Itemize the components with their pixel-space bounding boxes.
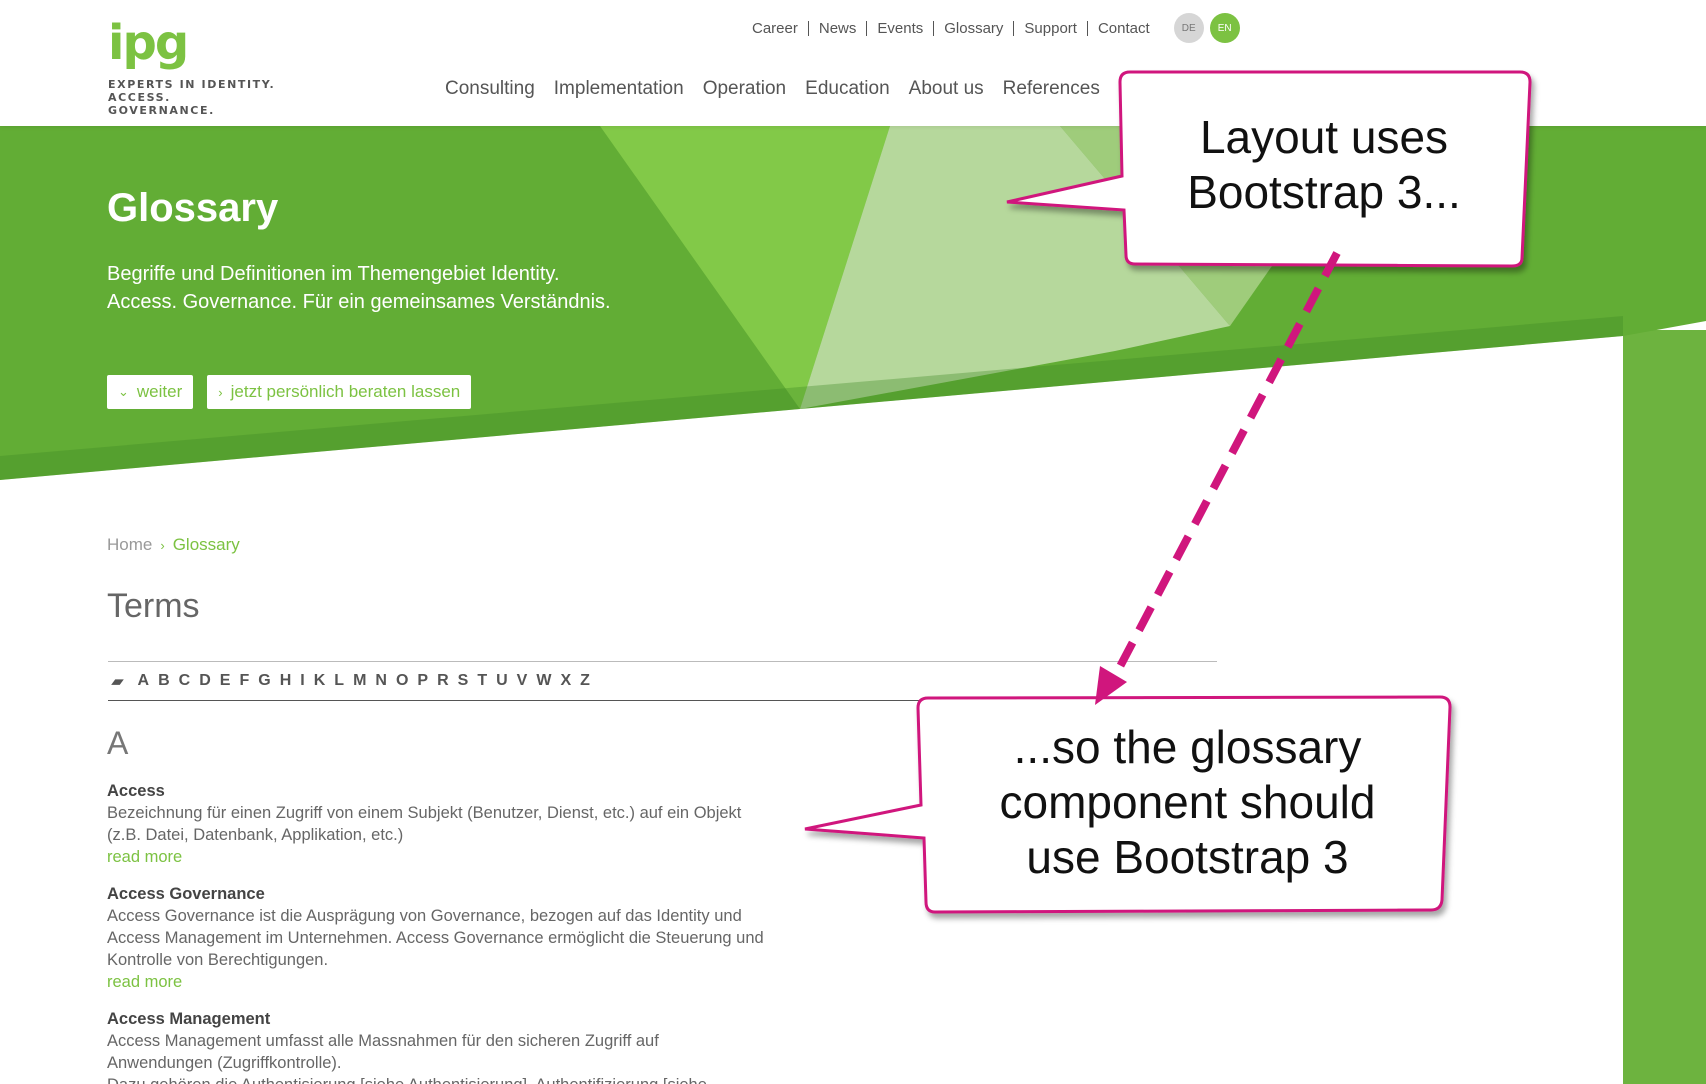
site-header: ipg EXPERTS IN IDENTITY. ACCESS. GOVERNA…	[0, 0, 1706, 126]
alpha-b[interactable]: B	[158, 672, 170, 689]
mainnav-references[interactable]: References	[1002, 78, 1100, 99]
alpha-o[interactable]: O	[395, 672, 409, 689]
callout-bottom-line-2: component should	[999, 776, 1376, 828]
topnav-glossary[interactable]: Glossary	[934, 20, 1015, 36]
read-more-link[interactable]: read more	[107, 973, 183, 991]
alpha-z[interactable]: Z	[580, 672, 590, 689]
mainnav-education[interactable]: Education	[805, 78, 890, 99]
topnav-support[interactable]: Support	[1014, 20, 1088, 36]
alpha-c[interactable]: C	[178, 672, 191, 689]
main-nav: Consulting Implementation Operation Educ…	[445, 78, 1119, 100]
entry-definition-line: Bezeichnung für einen Zugriff von einem …	[107, 804, 742, 822]
chevron-right-icon: ›	[160, 538, 165, 553]
hero-description-line-2: Access. Governance. Für ein gemeinsames …	[107, 291, 611, 313]
lang-en-button[interactable]: EN	[1209, 13, 1240, 43]
mainnav-implementation[interactable]: Implementation	[553, 78, 684, 99]
entry-definition-line: Kontrolle von Berechtigungen.	[107, 951, 329, 969]
logo-tagline-2: ACCESS. GOVERNANCE.	[108, 91, 215, 117]
mainnav-consulting[interactable]: Consulting	[445, 78, 535, 99]
callout-top-line-2: Bootstrap 3...	[1187, 166, 1461, 218]
entry-definition-line: Access Governance ist die Ausprägung von…	[107, 907, 742, 925]
topnav-career[interactable]: Career	[742, 20, 809, 36]
alpha-g[interactable]: G	[258, 672, 271, 689]
glossary-entry: Access Governance Access Governance ist …	[107, 883, 787, 993]
entry-definition-line: Access Management umfasst alle Massnahme…	[107, 1032, 659, 1050]
alpha-h[interactable]: H	[279, 672, 292, 689]
alpha-w[interactable]: W	[536, 672, 552, 689]
callout-top-line-1: Layout uses	[1199, 111, 1449, 163]
entry-term: Access	[107, 782, 165, 800]
read-more-link[interactable]: read more	[107, 848, 183, 866]
topnav-news[interactable]: News	[809, 20, 868, 36]
hero-description: Begriffe und Definitionen im Themengebie…	[107, 260, 707, 316]
alpha-k[interactable]: K	[313, 672, 326, 689]
mainnav-operation[interactable]: Operation	[702, 78, 787, 99]
consultation-button-label: jetzt persönlich beraten lassen	[230, 382, 461, 401]
alpha-a[interactable]: A	[137, 672, 150, 689]
alpha-n[interactable]: N	[375, 672, 387, 689]
breadcrumb-current[interactable]: Glossary	[172, 535, 240, 554]
ipg-logo[interactable]: ipg EXPERTS IN IDENTITY. ACCESS. GOVERNA…	[108, 18, 283, 117]
hero-buttons: ⌄ weiter › jetzt persönlich beraten lass…	[107, 375, 472, 409]
chevron-down-icon: ⌄	[118, 384, 129, 399]
alpha-d[interactable]: D	[199, 672, 211, 689]
chevron-right-icon: ›	[218, 384, 223, 400]
callout-top-text: Layout uses Bootstrap 3...	[1128, 110, 1520, 220]
book-icon[interactable]: ▰	[110, 672, 126, 690]
alpha-p[interactable]: P	[417, 672, 429, 689]
entry-definition-line: Dazu gehören die Authentisierung [siehe …	[107, 1074, 787, 1084]
topnav-contact[interactable]: Contact	[1097, 19, 1150, 37]
alpha-f[interactable]: F	[239, 672, 250, 689]
alpha-t[interactable]: T	[477, 672, 488, 689]
alpha-i[interactable]: I	[300, 672, 305, 689]
decorative-green-strip	[1623, 330, 1706, 1084]
hero-description-line-1: Begriffe und Definitionen im Themengebie…	[107, 263, 560, 285]
mainnav-about-us[interactable]: About us	[908, 78, 984, 99]
entry-term: Access Management	[107, 1010, 271, 1028]
alpha-e[interactable]: E	[219, 672, 231, 689]
next-button[interactable]: ⌄ weiter	[107, 375, 194, 409]
lang-de-button[interactable]: DE	[1173, 13, 1204, 43]
consultation-button[interactable]: › jetzt persönlich beraten lassen	[207, 375, 472, 409]
glossary-entries: Access Bezeichnung für einen Zugriff von…	[107, 780, 787, 1084]
alpha-s[interactable]: S	[457, 672, 469, 689]
page-title: Glossary	[107, 186, 279, 230]
breadcrumb: Home › Glossary	[107, 535, 240, 557]
terms-heading: Terms	[107, 587, 200, 625]
entry-term: Access Governance	[107, 885, 265, 903]
alpha-u[interactable]: U	[496, 672, 508, 689]
glossary-entry: Access Bezeichnung für einen Zugriff von…	[107, 780, 787, 868]
next-button-label: weiter	[136, 382, 183, 401]
alpha-v[interactable]: V	[516, 672, 528, 689]
logo-mark: ipg	[108, 15, 189, 71]
entry-definition-line: Access Management im Unternehmen. Access…	[107, 929, 764, 947]
letter-heading: A	[107, 725, 129, 761]
alpha-r[interactable]: R	[437, 672, 449, 689]
callout-bottom-line-3: use Bootstrap 3	[1026, 831, 1349, 883]
breadcrumb-home[interactable]: Home	[107, 535, 153, 554]
entry-definition-line: Anwendungen (Zugriffkontrolle).	[107, 1054, 342, 1072]
callout-bottom-text: ...so the glossary component should use …	[925, 720, 1450, 885]
top-nav: Career News Events Glossary Support Cont…	[742, 13, 1240, 43]
entry-definition-line: (z.B. Datei, Datenbank, Applikation, etc…	[107, 826, 404, 844]
alpha-l[interactable]: L	[334, 672, 345, 689]
callout-bottom-line-1: ...so the glossary	[1013, 721, 1362, 773]
glossary-entry: Access Management Access Management umfa…	[107, 1008, 787, 1084]
alphabet-filter: ▰ A B C D E F G H I K L M N O P R S T U …	[108, 661, 1217, 701]
topnav-events[interactable]: Events	[867, 20, 935, 36]
alpha-x[interactable]: X	[560, 672, 572, 689]
logo-tagline-1: EXPERTS IN IDENTITY.	[108, 78, 276, 91]
alpha-m[interactable]: M	[353, 672, 367, 689]
